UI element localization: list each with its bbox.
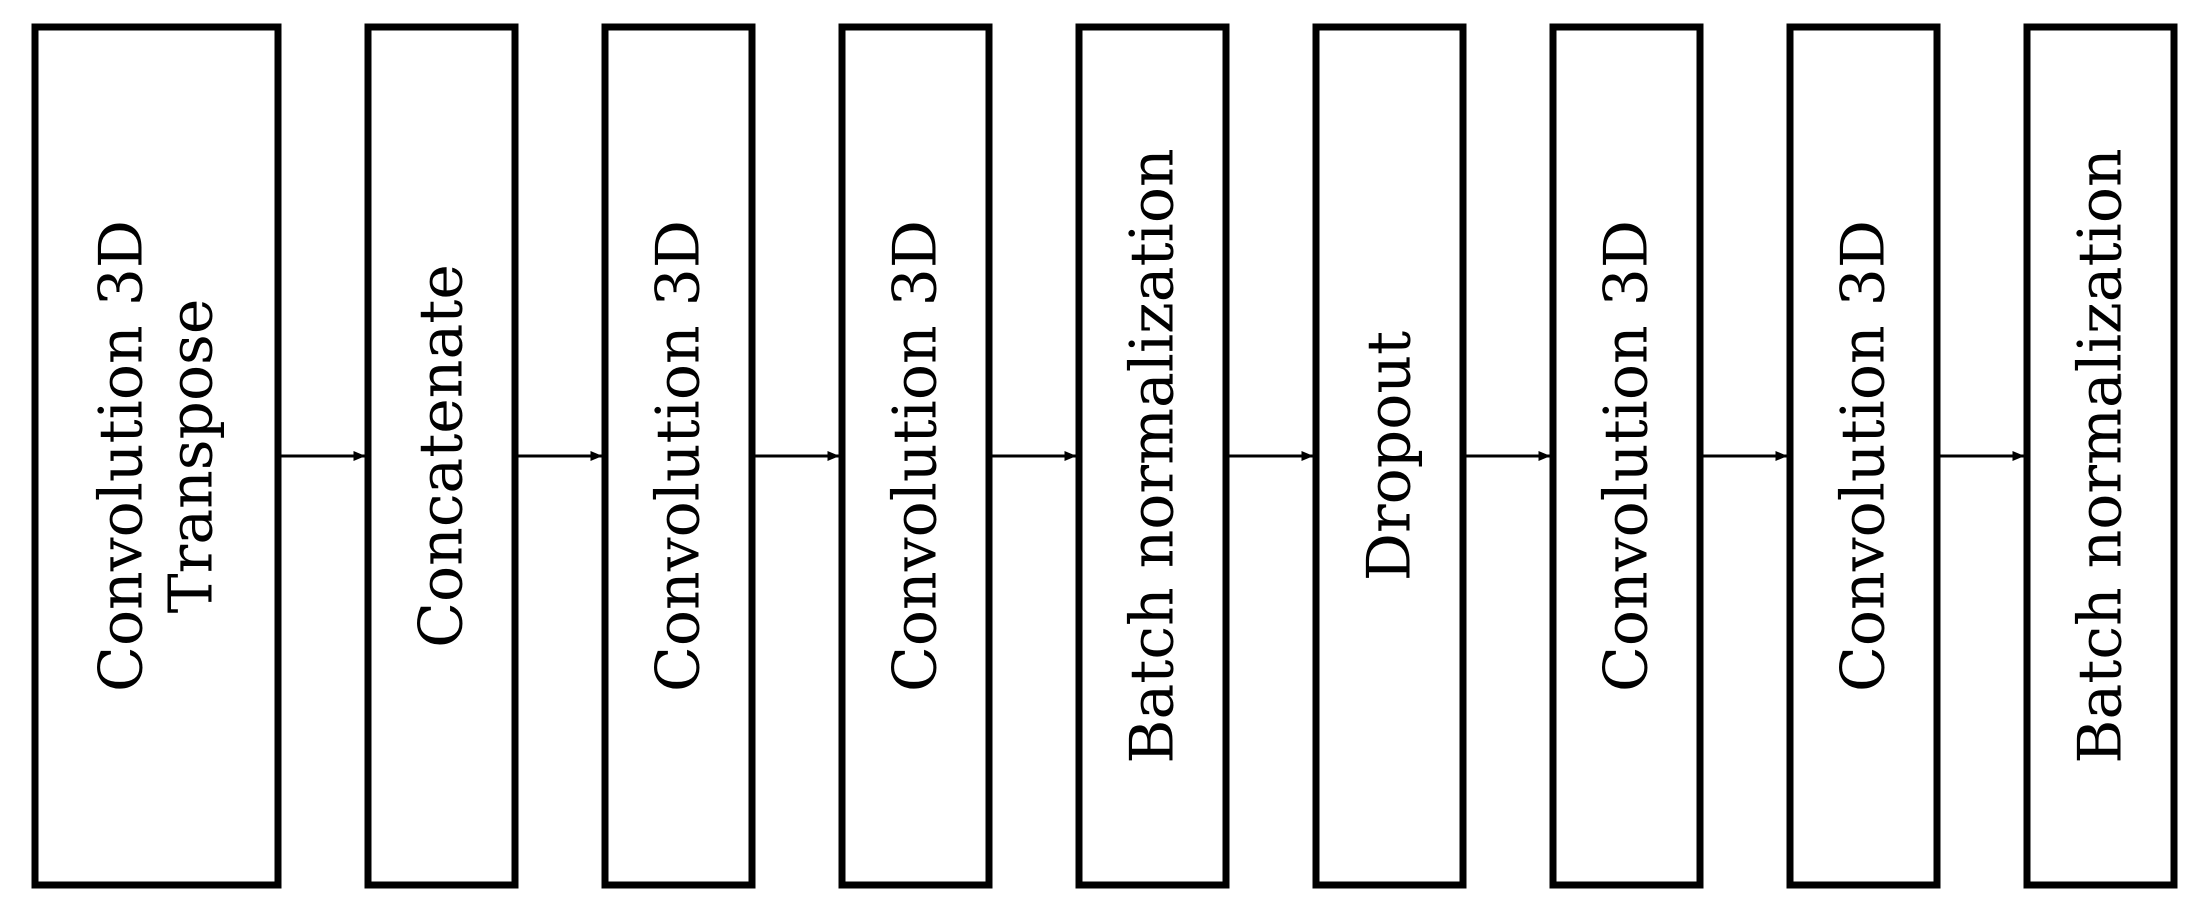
block-box: [364, 23, 519, 889]
block-convolution-3d-4: Convolution 3D: [1786, 23, 1941, 889]
block-label: Transpose: [157, 299, 227, 614]
block-batch-normalization-2: Batch normalization: [2023, 23, 2178, 889]
block-label: Convolution 3D: [87, 220, 157, 692]
block-box: [31, 23, 282, 889]
block-box: [1549, 23, 1704, 889]
block-box: [2023, 23, 2178, 889]
block-convolution-3d-3: Convolution 3D: [1549, 23, 1704, 889]
block-label: Convolution 3D: [1592, 220, 1662, 692]
block-label: Batch normalization: [2066, 148, 2136, 763]
block-box: [601, 23, 756, 889]
block-box: [838, 23, 993, 889]
block-label: Convolution 3D: [1829, 220, 1899, 692]
block-convolution-3d-2: Convolution 3D: [838, 23, 993, 889]
block-label: Concatenate: [407, 264, 477, 648]
block-box: [1075, 23, 1230, 889]
block-dropout: Dropout: [1312, 23, 1467, 889]
block-label: Batch normalization: [1118, 148, 1188, 763]
block-concatenate: Concatenate: [364, 23, 519, 889]
block-box: [1312, 23, 1467, 889]
block-label: Dropout: [1355, 331, 1425, 581]
block-box: [1786, 23, 1941, 889]
block-convolution-3d-1: Convolution 3D: [601, 23, 756, 889]
block-label: Convolution 3D: [644, 220, 714, 692]
block-label: Convolution 3D: [881, 220, 951, 692]
block-batch-normalization-1: Batch normalization: [1075, 23, 1230, 889]
